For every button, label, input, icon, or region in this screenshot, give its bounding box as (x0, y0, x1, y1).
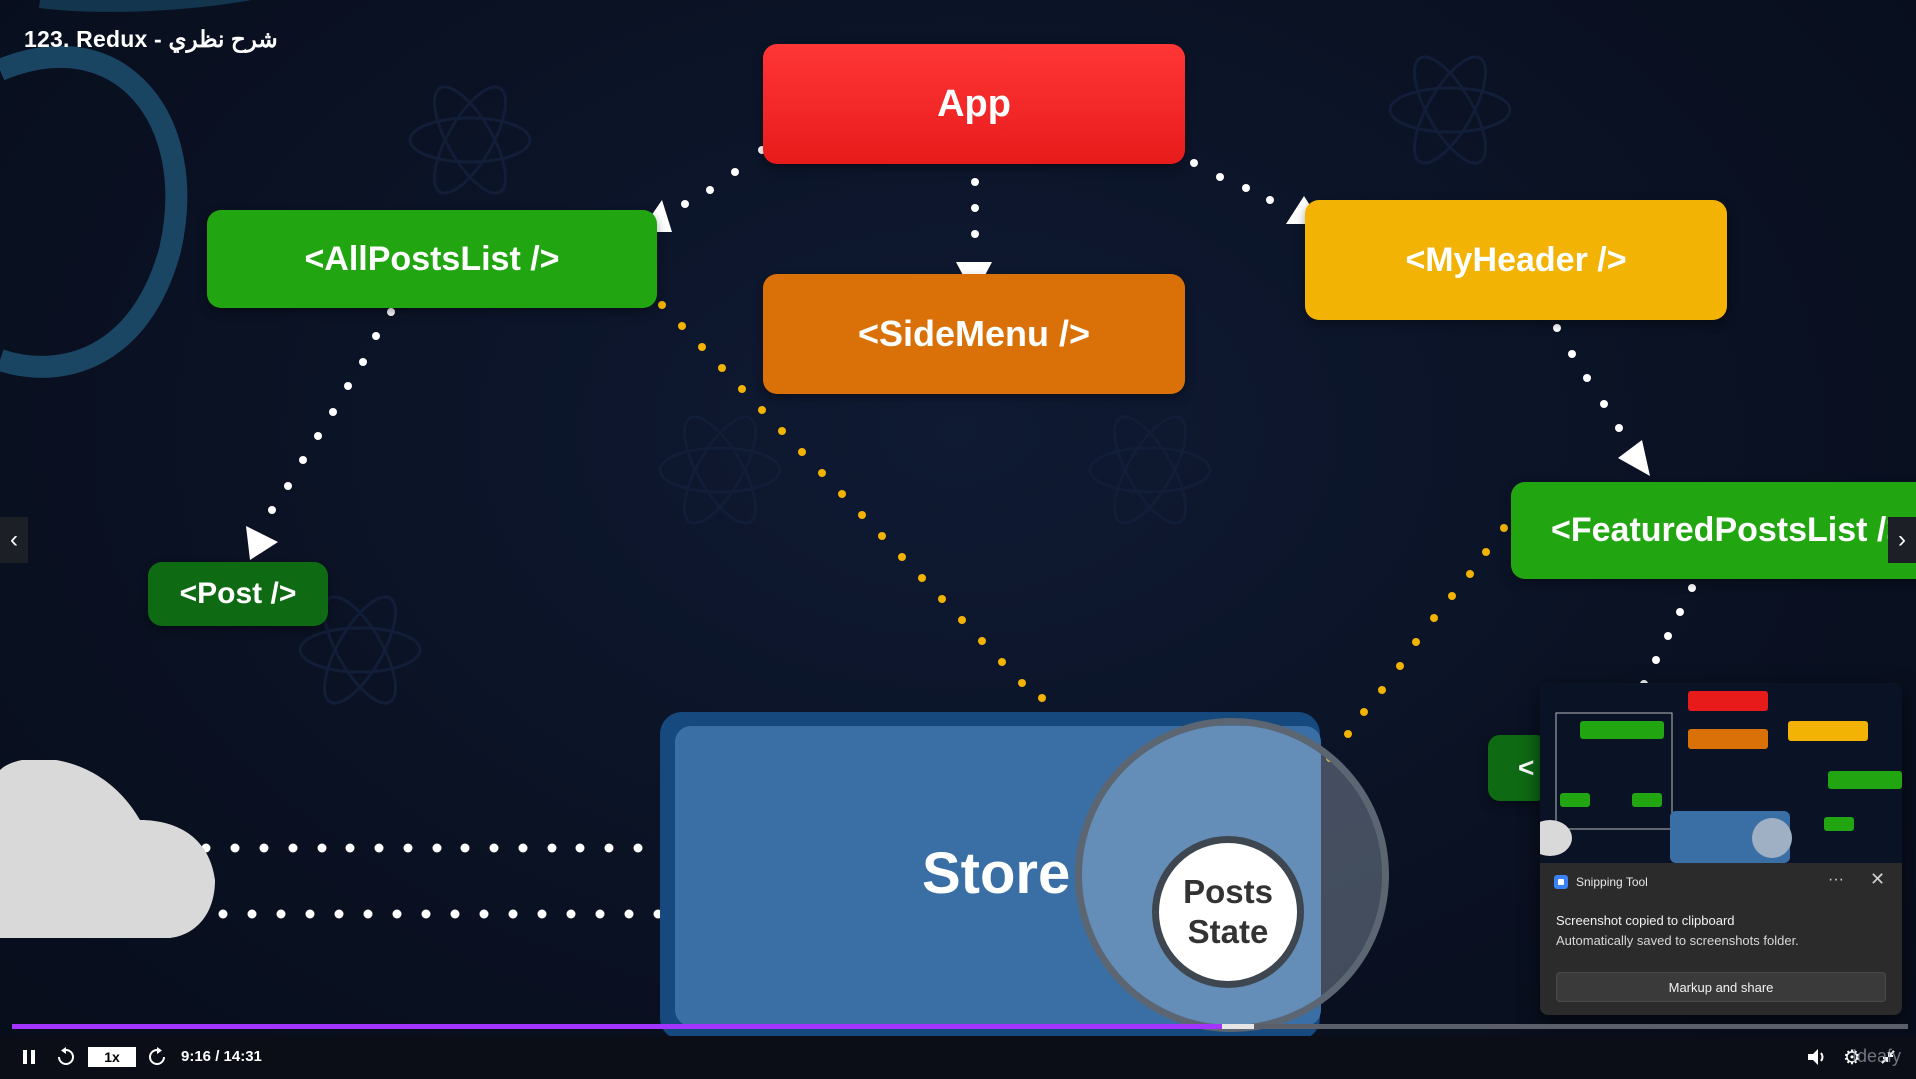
posts-state-line2: State (1187, 913, 1269, 950)
forward-icon (149, 1047, 165, 1065)
close-notification-button[interactable]: ✕ (1870, 869, 1886, 889)
forward-button[interactable] (145, 1046, 169, 1068)
time-display: 9:16 / 14:31 (181, 1048, 262, 1065)
gear-icon: ⚙ (1843, 1046, 1861, 1069)
snip-header: Snipping Tool (1554, 875, 1648, 889)
cloud-icon (0, 760, 215, 938)
rewind-button[interactable] (54, 1046, 78, 1068)
settings-button[interactable]: ⚙ (1840, 1046, 1864, 1069)
partial-component-node: < (1488, 735, 1548, 801)
markup-and-share-button[interactable]: Markup and share (1556, 972, 1886, 1002)
store-label: Store (922, 841, 1071, 906)
exit-fullscreen-button[interactable] (1876, 1046, 1900, 1068)
all-posts-list-node: <AllPostsList /> (207, 210, 657, 308)
rewind-icon (58, 1047, 74, 1065)
video-title: 123. Redux - شرح نظري (24, 26, 278, 52)
featured-posts-list-node: <FeaturedPostsList /> (1511, 482, 1916, 579)
chevron-right-icon: › (1898, 526, 1906, 553)
pause-icon (23, 1050, 35, 1064)
my-header-node: <MyHeader /> (1305, 200, 1727, 320)
screenshot-thumbnail[interactable] (1540, 683, 1902, 863)
progress-played (12, 1024, 1222, 1029)
app-node: App (763, 44, 1185, 164)
thumbnail-diagram (1540, 691, 1902, 863)
snip-message-body: Automatically saved to screenshots folde… (1556, 933, 1799, 948)
volume-button[interactable] (1804, 1046, 1830, 1068)
posts-state-line1: Posts (1183, 873, 1273, 910)
more-options-button[interactable]: ··· (1828, 871, 1844, 888)
previous-lecture-button[interactable]: ‹ (0, 517, 28, 563)
watermark-logo: Ideafy (1852, 1046, 1902, 1066)
exit-fullscreen-icon (1881, 1050, 1895, 1064)
player-controls (0, 1036, 1916, 1079)
snipping-tool-notification[interactable]: Snipping Tool ··· ✕ Screenshot copied to… (1540, 683, 1902, 1015)
snip-app-name: Snipping Tool (1576, 875, 1648, 889)
posts-state-circle: Posts State (1152, 836, 1304, 988)
playback-speed-button[interactable]: 1x (88, 1047, 136, 1067)
snip-message-title: Screenshot copied to clipboard (1556, 913, 1735, 928)
next-lecture-button[interactable]: › (1888, 517, 1916, 563)
pause-button[interactable] (18, 1046, 40, 1068)
progress-bar[interactable] (12, 1024, 1908, 1029)
snipping-tool-icon (1554, 875, 1568, 889)
side-menu-node: <SideMenu /> (763, 274, 1185, 394)
volume-icon (1808, 1049, 1824, 1065)
post-node: <Post /> (148, 562, 328, 626)
chevron-left-icon: ‹ (10, 526, 18, 553)
